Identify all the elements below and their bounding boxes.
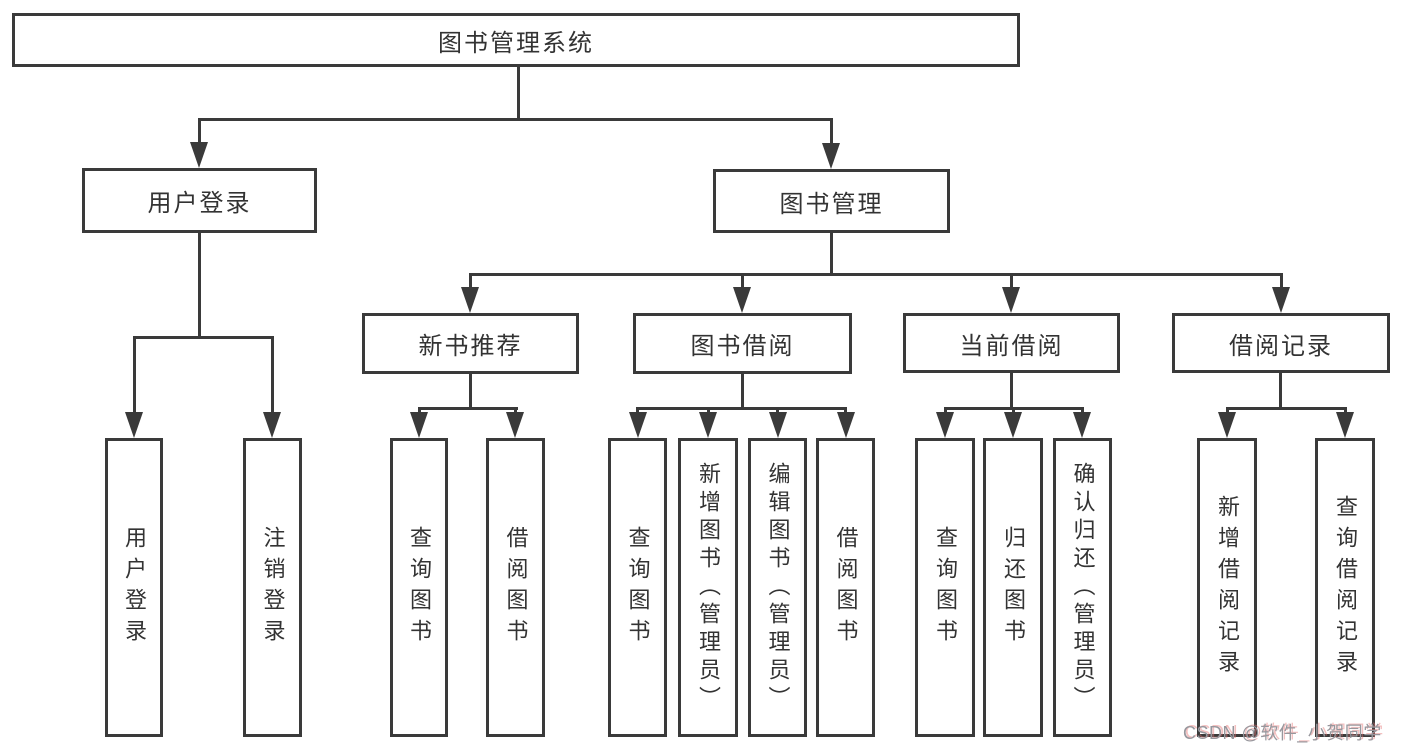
connector-line <box>741 374 744 410</box>
connector-line <box>1012 407 1015 414</box>
arrow-down-icon <box>936 412 954 438</box>
arrow-down-icon <box>769 412 787 438</box>
node-user-login: 用户登录 <box>82 168 317 233</box>
arrow-down-icon <box>1073 412 1091 438</box>
arrow-down-icon <box>699 412 717 438</box>
connector-line <box>418 407 421 414</box>
arrow-down-icon <box>190 142 208 168</box>
connector-line <box>133 336 274 339</box>
connector-line <box>844 407 847 414</box>
connector-line <box>198 118 201 144</box>
connector-line <box>271 336 274 414</box>
connector-line <box>707 407 710 414</box>
connector-line <box>1280 273 1283 289</box>
node-current-borrow: 当前借阅 <box>903 313 1120 373</box>
connector-line <box>469 374 472 410</box>
leaf-edit-book-admin: 编辑图书（管理员） <box>748 438 807 737</box>
connector-line <box>636 407 639 414</box>
leaf-confirm-return-admin: 确认归还（管理员） <box>1053 438 1112 737</box>
connector-line <box>418 407 518 410</box>
leaf-query-borrow-record: 查询借阅记录 <box>1315 438 1375 737</box>
arrow-down-icon <box>629 412 647 438</box>
node-book-mgmt: 图书管理 <box>713 169 950 233</box>
leaf-add-borrow-record: 新增借阅记录 <box>1197 438 1257 737</box>
connector-line <box>830 233 833 276</box>
leaf-borrow-book-rec: 借阅图书 <box>486 438 545 737</box>
arrow-down-icon <box>1272 287 1290 313</box>
node-book-borrow: 图书借阅 <box>633 313 852 374</box>
watermark: CSDN @软件_小贺同学 <box>1183 723 1382 743</box>
leaf-add-book-admin: 新增图书（管理员） <box>678 438 738 737</box>
connector-line <box>1279 373 1282 410</box>
connector-line <box>198 118 833 121</box>
connector-line <box>1010 373 1013 410</box>
node-borrow-records: 借阅记录 <box>1172 313 1390 373</box>
connector-line <box>776 407 779 414</box>
arrow-down-icon <box>125 412 143 438</box>
connector-line <box>469 273 1283 276</box>
connector-line <box>469 273 472 289</box>
node-new-book-rec: 新书推荐 <box>362 313 579 374</box>
arrow-down-icon <box>461 287 479 313</box>
leaf-query-book-current: 查询图书 <box>915 438 975 737</box>
arrow-down-icon <box>506 412 524 438</box>
leaf-query-book-borrow: 查询图书 <box>608 438 667 737</box>
arrow-down-icon <box>733 287 751 313</box>
connector-line <box>133 336 136 414</box>
connector-line <box>517 67 520 121</box>
connector-line <box>198 233 201 339</box>
arrow-down-icon <box>1218 412 1236 438</box>
connector-line <box>1010 273 1013 289</box>
connector-line <box>1226 407 1347 410</box>
leaf-user-login: 用户登录 <box>105 438 163 737</box>
connector-line <box>830 118 833 145</box>
connector-line <box>944 407 947 414</box>
connector-line <box>637 407 847 410</box>
arrow-down-icon <box>410 412 428 438</box>
node-root: 图书管理系统 <box>12 13 1020 67</box>
connector-line <box>1344 407 1347 414</box>
leaf-query-book-rec: 查询图书 <box>390 438 448 737</box>
connector-line <box>741 273 744 289</box>
arrow-down-icon <box>837 412 855 438</box>
arrow-down-icon <box>1004 412 1022 438</box>
connector-line <box>1226 407 1229 414</box>
arrow-down-icon <box>1002 287 1020 313</box>
arrow-down-icon <box>822 143 840 169</box>
arrow-down-icon <box>1336 412 1354 438</box>
connector-line <box>514 407 517 414</box>
arrow-down-icon <box>263 412 281 438</box>
leaf-borrow-book-borrow: 借阅图书 <box>816 438 875 737</box>
leaf-return-book: 归还图书 <box>983 438 1043 737</box>
leaf-logout: 注销登录 <box>243 438 302 737</box>
connector-line <box>1081 407 1084 414</box>
